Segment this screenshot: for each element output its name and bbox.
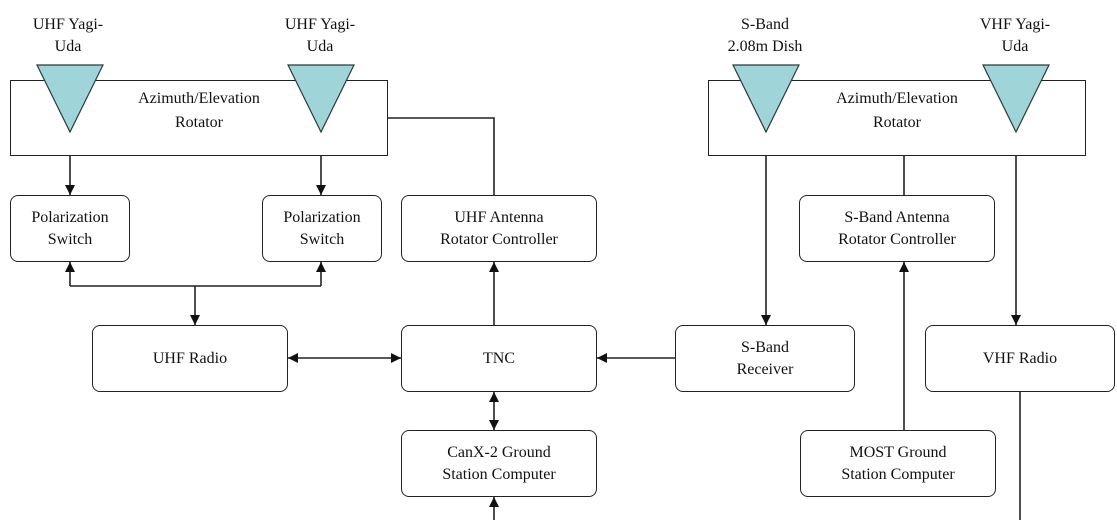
s-band-antenna-rotator-controller-box: S-Band Antenna Rotator Controller bbox=[799, 195, 995, 262]
canx-2-ground-station-computer-box: CanX-2 Ground Station Computer bbox=[401, 430, 597, 497]
s-band-receiver-box: S-Band Receiver bbox=[675, 325, 855, 392]
antenna-label-s-band-dish: S-Band 2.08m Dish bbox=[727, 16, 803, 55]
uhf-radio-box: UHF Radio bbox=[92, 325, 288, 392]
polarization-switch-box-1: Polarization Switch bbox=[10, 195, 130, 262]
azimuth-elevation-rotator-right: Azimuth/Elevation Rotator bbox=[708, 80, 1086, 156]
polarization-switch-box-2: Polarization Switch bbox=[262, 195, 382, 262]
antenna-label-uhf-yagi-2: UHF Yagi- Uda bbox=[284, 16, 356, 55]
most-ground-station-computer-box: MOST Ground Station Computer bbox=[800, 430, 996, 497]
antenna-label-uhf-yagi-1: UHF Yagi- Uda bbox=[32, 16, 104, 55]
azimuth-elevation-rotator-left: Azimuth/Elevation Rotator bbox=[10, 80, 388, 156]
uhf-antenna-rotator-controller-box: UHF Antenna Rotator Controller bbox=[401, 195, 597, 262]
antenna-label-vhf-yagi: VHF Yagi- Uda bbox=[979, 16, 1051, 55]
vhf-radio-box: VHF Radio bbox=[925, 325, 1115, 392]
wire-left-rotator-to-uhf-controller bbox=[388, 117, 495, 195]
tnc-box: TNC bbox=[401, 325, 597, 392]
